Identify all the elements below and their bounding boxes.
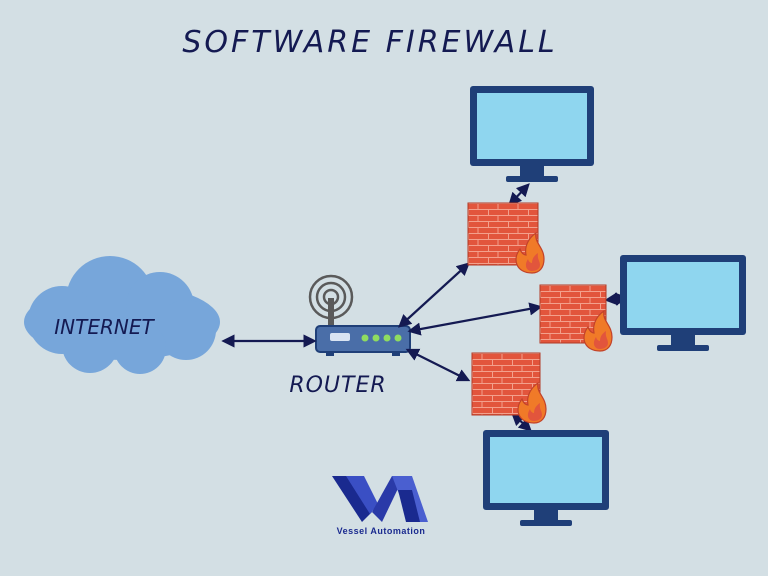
monitor-icon: [620, 255, 746, 351]
router-led: [383, 334, 391, 342]
router-label: ROUTER: [289, 373, 386, 398]
link-router-firewall-2: [407, 302, 543, 336]
router-led: [372, 334, 380, 342]
cloud-icon: [24, 256, 220, 374]
monitor-3: [483, 430, 609, 526]
monitor-2: [620, 255, 746, 351]
link-firewall-3-monitor-3: [511, 412, 532, 432]
internet-label: INTERNET: [54, 315, 155, 339]
brand-logo: Vessel Automation: [332, 476, 428, 536]
router-led: [361, 334, 369, 342]
internet-cloud: INTERNET: [24, 256, 220, 374]
firewall-icon: [467, 202, 545, 274]
firewall-icon: [471, 352, 547, 424]
firewall-icon: [539, 284, 613, 352]
va-logo-icon: [332, 476, 428, 522]
firewall-3: [471, 352, 547, 424]
link-firewall-1-monitor-1: [508, 183, 530, 206]
diagram-title: SOFTWARE FIREWALL: [182, 25, 557, 60]
router-led: [394, 334, 402, 342]
router-icon: [308, 274, 411, 356]
firewall-2: [539, 284, 613, 352]
link-router-firewall-1: [398, 262, 470, 328]
monitor-icon: [483, 430, 609, 526]
firewall-1: [467, 202, 545, 274]
router: ROUTER: [289, 274, 411, 398]
brand-name: Vessel Automation: [337, 526, 426, 536]
monitor-icon: [470, 86, 594, 182]
link-router-firewall-3: [405, 348, 471, 382]
monitor-1: [470, 86, 594, 182]
